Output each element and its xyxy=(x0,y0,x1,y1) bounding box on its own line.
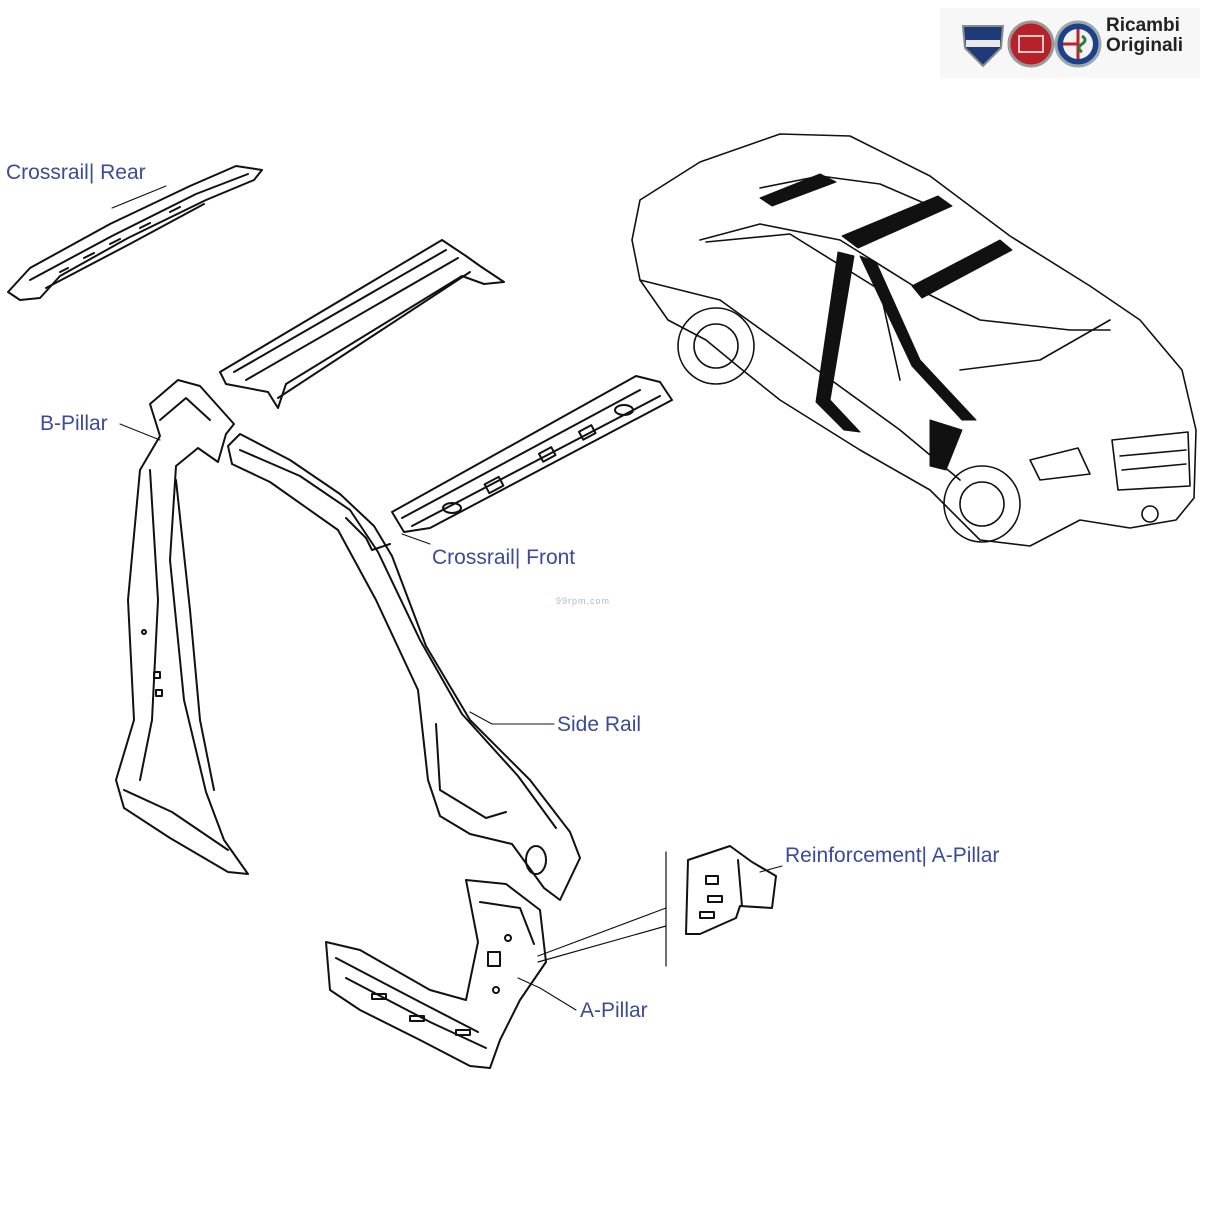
label-reinforcement-a-pillar: Reinforcement| A-Pillar xyxy=(785,844,1000,867)
reinforcement-connector-lines xyxy=(537,851,667,967)
reinforcement-a-pillar-part xyxy=(685,845,777,935)
crossrail-rear-part xyxy=(7,165,263,301)
a-pillar-part xyxy=(325,879,547,1069)
brand-banner xyxy=(940,8,1200,78)
watermark: 99rpm.com xyxy=(556,596,611,606)
roof-crossrail-middle-part xyxy=(219,239,505,409)
side-rail-part xyxy=(227,433,581,901)
car-highlighted-structure xyxy=(759,173,1013,471)
brand-line-2: Originali xyxy=(1106,34,1184,56)
label-crossrail-rear: Crossrail| Rear xyxy=(6,161,146,184)
alfa-romeo-logo xyxy=(1054,20,1102,68)
brand-logos xyxy=(961,20,1102,68)
leader-lines xyxy=(111,185,783,1011)
label-a-pillar: A-Pillar xyxy=(580,999,648,1022)
lancia-logo xyxy=(961,25,1005,68)
brand-line-1: Ricambi xyxy=(1106,15,1180,36)
fiat-logo xyxy=(1007,20,1055,68)
label-side-rail: Side Rail xyxy=(557,713,642,736)
label-b-pillar: B-Pillar xyxy=(40,412,108,435)
brand-text: Ricambi Originali xyxy=(1106,16,1183,56)
car-illustration xyxy=(631,133,1197,547)
crossrail-front-part xyxy=(391,375,673,533)
b-pillar-part xyxy=(115,379,249,875)
label-crossrail-front: Crossrail| Front xyxy=(432,546,576,569)
